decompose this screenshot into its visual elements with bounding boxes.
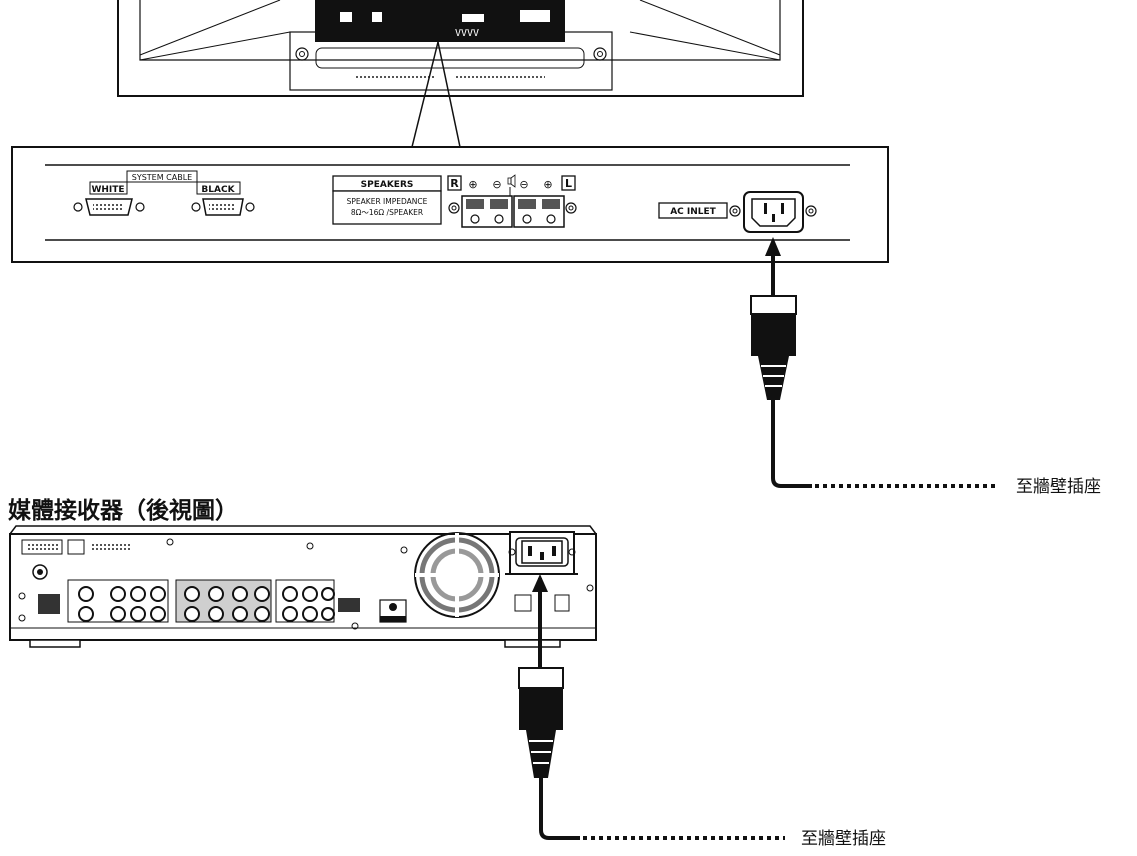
system-cable-label: SYSTEM CABLE xyxy=(132,173,193,182)
ac-inlet-label: AC INLET xyxy=(670,207,716,217)
speakers-label: SPEAKERS xyxy=(361,180,414,190)
right-minus-symbol: ⊖ xyxy=(492,178,501,191)
white-label: WHITE xyxy=(91,185,124,195)
impedance-line-1: SPEAKER IMPEDANCE xyxy=(347,197,428,206)
bottom-power-cord: 至牆壁插座 xyxy=(518,574,886,849)
speakers-block: SPEAKERS SPEAKER IMPEDANCE 8Ω～16Ω /SPEAK… xyxy=(332,174,577,228)
left-speaker-terminals[interactable] xyxy=(513,195,565,228)
left-minus-symbol: ⊖ xyxy=(519,178,528,191)
media-receiver-rear xyxy=(9,525,597,648)
bottom-outlet-label: 至牆壁插座 xyxy=(801,829,886,849)
receiver-ac-inlet[interactable] xyxy=(508,531,576,575)
speaker-icon xyxy=(507,174,516,196)
ac-inlet-socket[interactable] xyxy=(743,191,804,233)
svg-text:VVVV: VVVV xyxy=(455,28,479,39)
left-channel-label: L xyxy=(565,177,572,190)
system-cable-group: SYSTEM CABLE WHITE BLACK xyxy=(73,170,255,216)
top-power-plug xyxy=(750,295,797,400)
white-system-cable-port[interactable] xyxy=(73,198,145,216)
right-plus-symbol: ⊕ xyxy=(468,178,477,191)
bottom-power-plug xyxy=(518,667,564,778)
black-system-cable-port[interactable] xyxy=(191,198,255,216)
top-outlet-label: 至牆壁插座 xyxy=(1016,477,1101,497)
top-power-cord: 至牆壁插座 xyxy=(750,237,1101,497)
receiver-title: 媒體接收器（後視圖） xyxy=(8,497,238,524)
left-plus-symbol: ⊕ xyxy=(543,178,552,191)
right-channel-label: R xyxy=(450,177,459,190)
black-label: BLACK xyxy=(201,185,235,195)
cooling-fan xyxy=(414,532,500,618)
monitor-bottom: VVVV xyxy=(117,0,804,148)
impedance-line-2: 8Ω～16Ω /SPEAKER xyxy=(351,208,423,217)
ac-inlet-group: AC INLET xyxy=(658,191,817,233)
right-speaker-terminals[interactable] xyxy=(461,195,513,228)
